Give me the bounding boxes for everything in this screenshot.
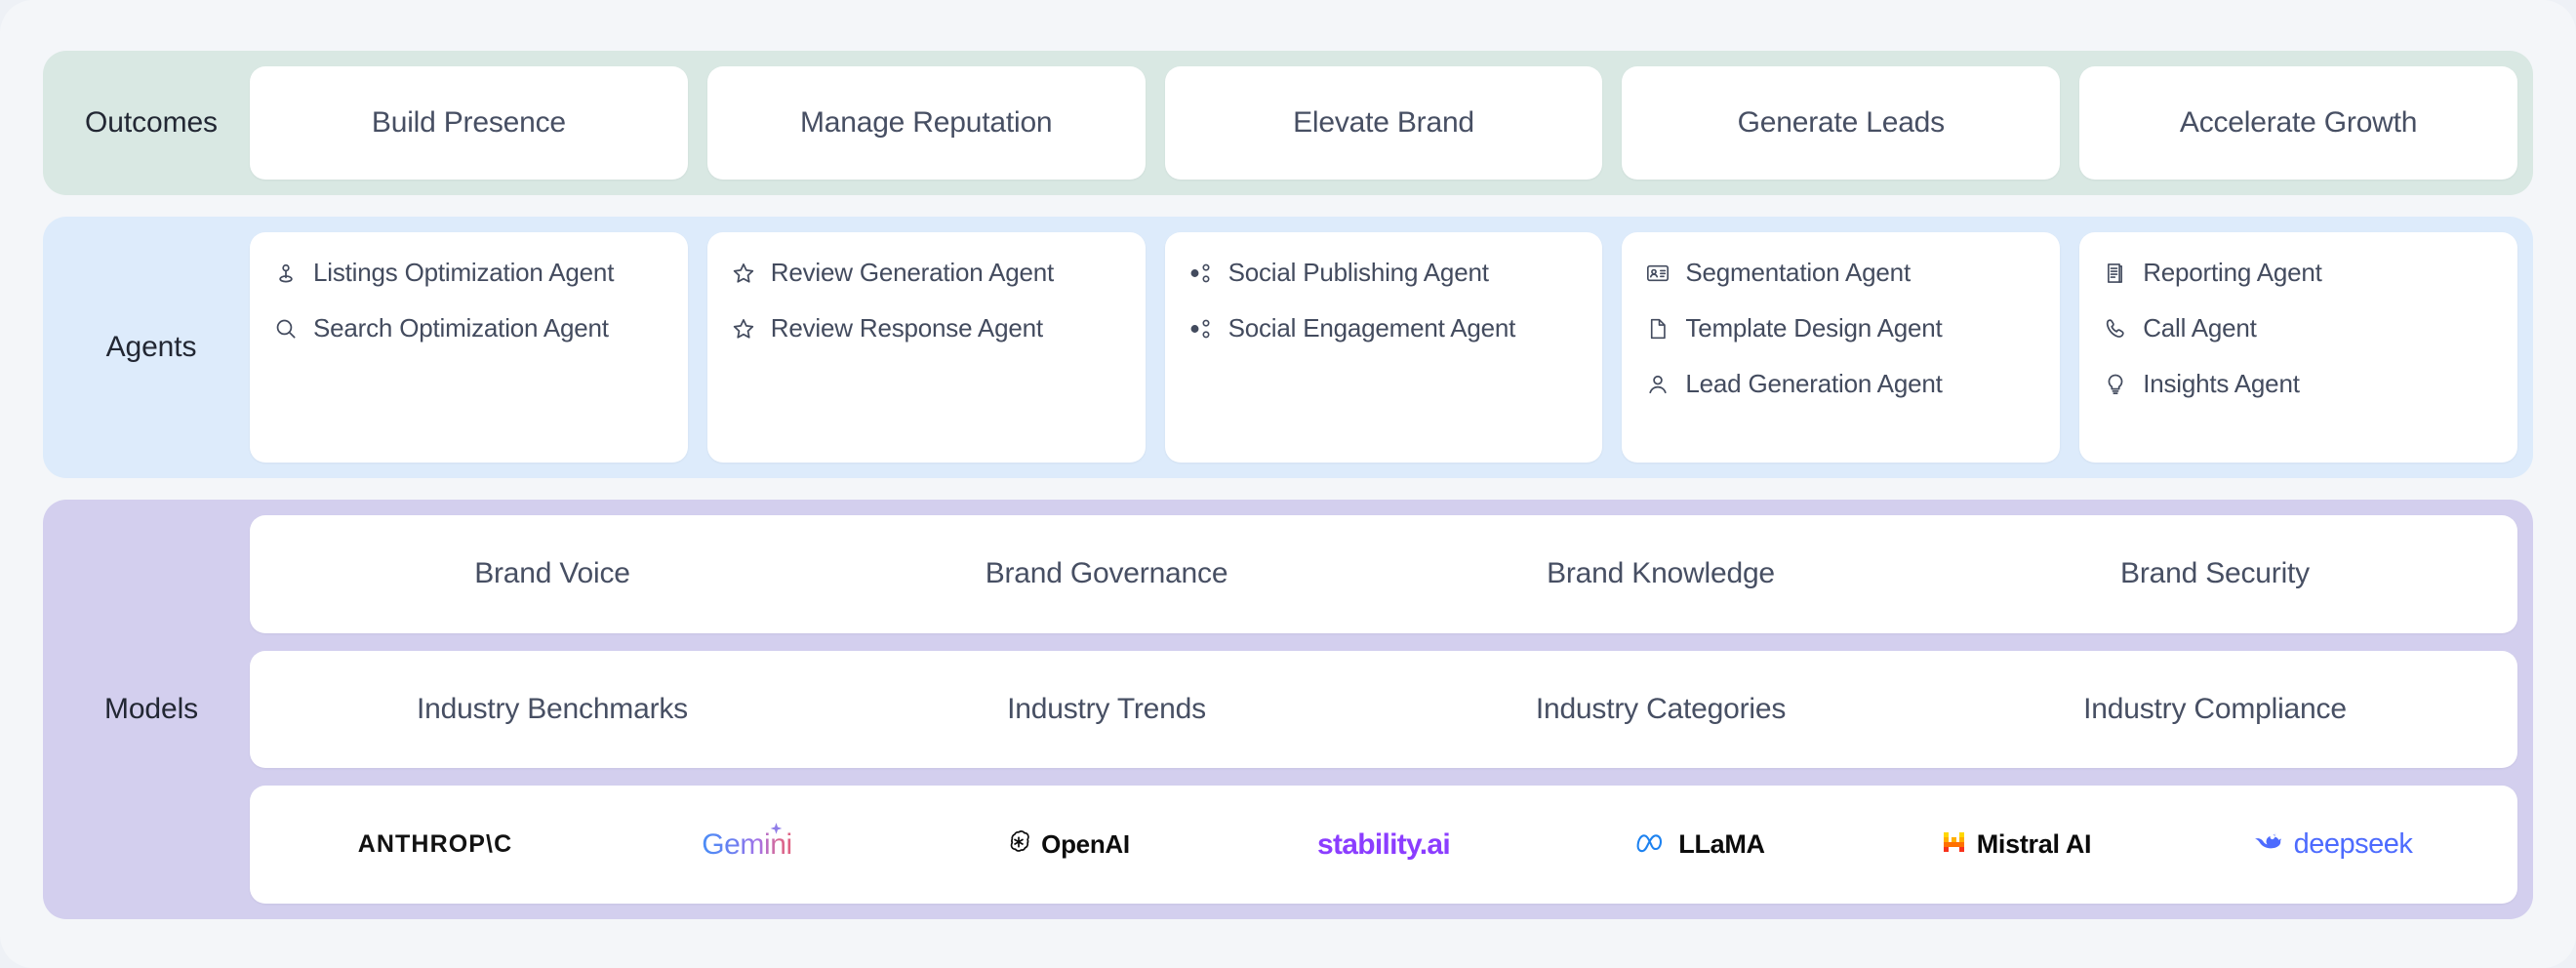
share-nodes-icon bbox=[1187, 314, 1216, 343]
agent-item[interactable]: Social Engagement Agent bbox=[1187, 313, 1582, 343]
agent-card: Listings Optimization Agent Search Optim… bbox=[250, 232, 688, 463]
map-pin-icon bbox=[271, 259, 301, 288]
agent-item-label: Social Publishing Agent bbox=[1228, 258, 1489, 287]
llama-wordmark: LLaMA bbox=[1678, 829, 1765, 860]
agent-item[interactable]: Review Response Agent bbox=[729, 313, 1124, 343]
agent-item-label: Reporting Agent bbox=[2143, 258, 2322, 287]
model-item[interactable]: Industry Benchmarks bbox=[417, 693, 688, 725]
outcomes-band-label: Outcomes bbox=[85, 106, 218, 139]
agent-card: Social Publishing Agent Social Engagemen… bbox=[1164, 232, 1603, 463]
gemini-wordmark: Gemini bbox=[702, 827, 792, 861]
industry-models-items: Industry Benchmarks Industry Trends Indu… bbox=[250, 693, 2517, 726]
agent-item[interactable]: Social Publishing Agent bbox=[1187, 258, 1582, 288]
model-item[interactable]: Brand Knowledge bbox=[1547, 557, 1775, 590]
agent-item-label: Lead Generation Agent bbox=[1685, 369, 1943, 398]
person-icon bbox=[1643, 370, 1672, 399]
logo-gemini[interactable]: Gemini bbox=[593, 822, 909, 867]
model-item[interactable]: Industry Compliance bbox=[2083, 693, 2347, 725]
logo-mistral[interactable]: Mistral AI bbox=[1858, 824, 2174, 867]
model-item[interactable]: Industry Trends bbox=[1007, 693, 1206, 725]
agent-item[interactable]: Insights Agent bbox=[2101, 369, 2496, 399]
agent-item[interactable]: Lead Generation Agent bbox=[1643, 369, 2038, 399]
agent-item-label: Call Agent bbox=[2143, 313, 2257, 343]
models-band: Models Brand Voice Brand Governance Bran… bbox=[43, 500, 2533, 919]
model-item[interactable]: Brand Security bbox=[2120, 557, 2310, 590]
mistral-mark-icon bbox=[1941, 828, 1968, 861]
agent-item-label: Listings Optimization Agent bbox=[313, 258, 615, 287]
agent-item[interactable]: Segmentation Agent bbox=[1643, 258, 2038, 288]
agents-card-row: Listings Optimization Agent Search Optim… bbox=[250, 232, 2517, 463]
outcome-card[interactable]: Generate Leads bbox=[1622, 66, 2061, 180]
logo-llama[interactable]: LLaMA bbox=[1542, 824, 1858, 867]
deepseek-whale-icon bbox=[2252, 829, 2285, 860]
logo-anthropic[interactable]: ANTHROP\C bbox=[277, 824, 593, 867]
star-icon bbox=[729, 314, 758, 343]
mistral-wordmark: Mistral AI bbox=[1976, 829, 2092, 860]
agent-item[interactable]: Listings Optimization Agent bbox=[271, 258, 666, 288]
outcomes-band-body: Build Presence Manage Reputation Elevate… bbox=[250, 66, 2517, 180]
models-strip-stack: Brand Voice Brand Governance Brand Knowl… bbox=[250, 515, 2517, 905]
agent-item-label: Review Response Agent bbox=[770, 313, 1043, 343]
agent-card: Segmentation Agent Template Design Agent bbox=[1622, 232, 2061, 463]
foundation-model-logos: ANTHROP\C Gemini bbox=[250, 822, 2517, 867]
share-nodes-icon bbox=[1187, 259, 1216, 288]
agent-item[interactable]: Search Optimization Agent bbox=[271, 313, 666, 343]
agents-band-label: Agents bbox=[105, 331, 197, 363]
file-icon bbox=[1643, 314, 1672, 343]
model-item[interactable]: Brand Governance bbox=[985, 557, 1228, 590]
agent-item-label: Template Design Agent bbox=[1685, 313, 1943, 343]
brand-models-items: Brand Voice Brand Governance Brand Knowl… bbox=[250, 557, 2517, 590]
agents-band: Agents Listings Optimization Agent bbox=[43, 217, 2533, 478]
outcome-card[interactable]: Manage Reputation bbox=[706, 66, 1146, 180]
report-icon bbox=[2101, 259, 2130, 288]
openai-wordmark: OpenAI bbox=[1041, 829, 1130, 860]
agent-card: Review Generation Agent Review Response … bbox=[706, 232, 1146, 463]
agent-item[interactable]: Call Agent bbox=[2101, 313, 2496, 343]
models-band-label: Models bbox=[103, 693, 199, 725]
deepseek-wordmark: deepseek bbox=[2293, 828, 2413, 861]
brand-models-strip: Brand Voice Brand Governance Brand Knowl… bbox=[250, 515, 2517, 633]
outcome-card[interactable]: Elevate Brand bbox=[1164, 66, 1603, 180]
openai-mark-icon bbox=[1005, 828, 1032, 861]
model-item[interactable]: Industry Categories bbox=[1535, 693, 1787, 725]
logo-stability[interactable]: stability.ai bbox=[1226, 824, 1542, 867]
outcome-card[interactable]: Build Presence bbox=[250, 66, 688, 180]
agent-item-label: Search Optimization Agent bbox=[313, 313, 609, 343]
id-card-icon bbox=[1643, 259, 1672, 288]
phone-icon bbox=[2101, 314, 2130, 343]
logo-openai[interactable]: OpenAI bbox=[909, 824, 1226, 867]
outcomes-band: Outcomes Build Presence Manage Reputatio… bbox=[43, 51, 2533, 195]
agent-item-label: Insights Agent bbox=[2143, 369, 2300, 398]
agent-item[interactable]: Reporting Agent bbox=[2101, 258, 2496, 288]
agent-item[interactable]: Review Generation Agent bbox=[729, 258, 1124, 288]
industry-models-strip: Industry Benchmarks Industry Trends Indu… bbox=[250, 650, 2517, 769]
agent-item-label: Review Generation Agent bbox=[770, 258, 1055, 287]
lightbulb-icon bbox=[2101, 370, 2130, 399]
agent-item-label: Social Engagement Agent bbox=[1228, 313, 1516, 343]
models-band-body: Brand Voice Brand Governance Brand Knowl… bbox=[250, 515, 2517, 905]
anthropic-wordmark: ANTHROP\C bbox=[357, 830, 513, 859]
outcome-card[interactable]: Accelerate Growth bbox=[2079, 66, 2517, 180]
agent-card: Reporting Agent Call Agent bbox=[2079, 232, 2517, 463]
model-item[interactable]: Brand Voice bbox=[474, 557, 630, 590]
stability-wordmark: stability.ai bbox=[1316, 827, 1451, 861]
star-icon bbox=[729, 259, 758, 288]
meta-infinity-icon bbox=[1634, 830, 1670, 859]
agent-item-label: Segmentation Agent bbox=[1685, 258, 1911, 287]
agent-item[interactable]: Template Design Agent bbox=[1643, 313, 2038, 343]
logo-deepseek[interactable]: deepseek bbox=[2174, 824, 2490, 867]
outcomes-card-row: Build Presence Manage Reputation Elevate… bbox=[250, 66, 2517, 180]
foundation-model-logos-strip: ANTHROP\C Gemini bbox=[250, 786, 2517, 905]
search-icon bbox=[271, 314, 301, 343]
agents-band-body: Listings Optimization Agent Search Optim… bbox=[250, 232, 2517, 463]
